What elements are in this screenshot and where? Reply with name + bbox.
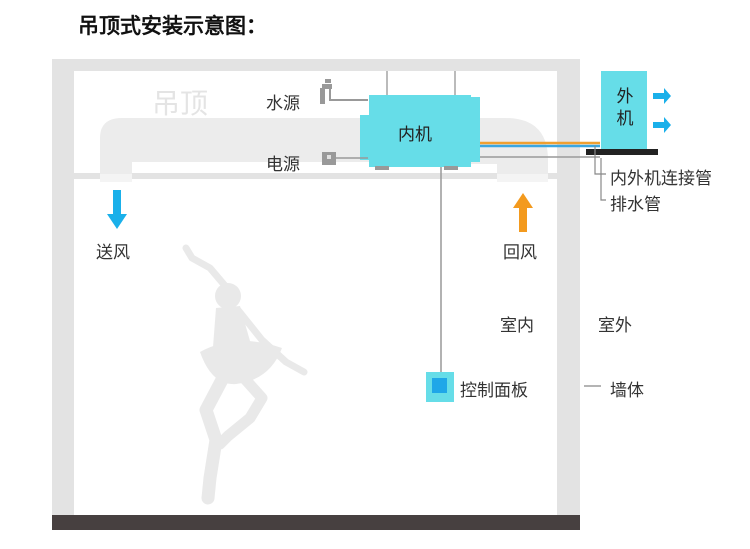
page-title: 吊顶式安装示意图： bbox=[78, 14, 267, 38]
return-vent bbox=[497, 174, 548, 182]
water-tap-icon bbox=[320, 79, 332, 104]
supply-air-arrow bbox=[107, 190, 127, 229]
indoor-unit bbox=[369, 95, 471, 167]
indoor-unit-foot-left bbox=[375, 166, 389, 170]
supply-air-label: 送风 bbox=[96, 243, 130, 263]
return-duct bbox=[470, 118, 548, 178]
indoor-unit-foot-right bbox=[444, 166, 458, 170]
water-source-label: 水源 bbox=[266, 94, 300, 114]
outdoor-unit-label: 外机 bbox=[616, 87, 634, 129]
return-air-arrow bbox=[513, 193, 533, 232]
blowing-arrow-icon bbox=[653, 117, 671, 133]
supply-duct bbox=[100, 118, 372, 178]
control-panel-label: 控制面板 bbox=[460, 381, 528, 401]
outdoor-unit bbox=[601, 71, 647, 149]
control-panel-screen bbox=[432, 378, 447, 393]
indoor-unit-label: 内机 bbox=[398, 125, 432, 145]
left-wall bbox=[52, 59, 74, 519]
outdoor-label: 室外 bbox=[598, 316, 632, 336]
right-wall bbox=[557, 59, 580, 519]
drain-pipe-callout-line bbox=[600, 158, 606, 201]
power-socket-icon bbox=[322, 152, 336, 165]
wall-label: 墙体 bbox=[610, 381, 644, 401]
indoor-unit-left-flange bbox=[360, 115, 370, 160]
connecting-pipe-label: 内外机连接管 bbox=[610, 169, 712, 189]
indoor-label: 室内 bbox=[500, 316, 534, 336]
indoor-unit-right-flange bbox=[470, 97, 480, 162]
drain-pipe-label: 排水管 bbox=[610, 195, 661, 215]
ceiling-board bbox=[74, 173, 557, 179]
floor bbox=[52, 515, 580, 530]
return-air-label: 回风 bbox=[503, 243, 537, 263]
outdoor-bracket bbox=[586, 149, 658, 155]
supply-vent bbox=[100, 174, 132, 182]
water-pipe bbox=[329, 86, 368, 101]
power-source-label: 电源 bbox=[266, 155, 300, 175]
blowing-arrow-icon bbox=[653, 88, 671, 104]
top-slab bbox=[52, 59, 580, 71]
ceiling-label: 吊顶 bbox=[152, 87, 209, 120]
dancer-silhouette bbox=[182, 244, 308, 505]
connect-pipe-callout-line bbox=[594, 146, 606, 175]
